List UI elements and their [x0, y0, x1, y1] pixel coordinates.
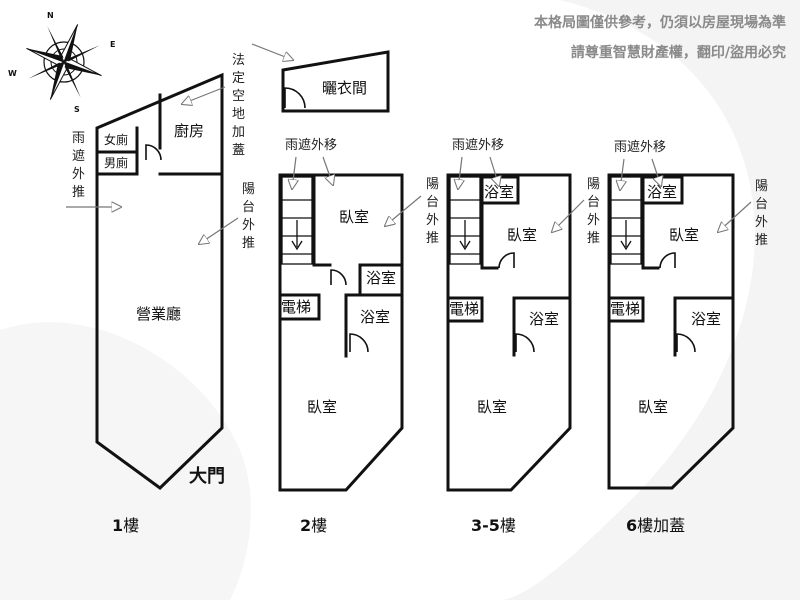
floor-6-bedroom-bottom-label: 臥室: [638, 398, 668, 416]
floor-6-canopy-arrow-right: [651, 158, 661, 186]
floor-2-elevator-label: 電梯: [281, 298, 311, 316]
floor-3-5-plan: 浴室 臥室 電梯 浴室 臥室 雨遮外移 陽 台 外 推 3-5樓: [446, 137, 604, 535]
floor-3-5-canopy-note: 雨遮外移: [452, 137, 504, 153]
floor-6-canopy-note: 雨遮外移: [614, 139, 666, 155]
compass-s: S: [74, 105, 80, 114]
floor-2-bedroom-bottom-label: 臥室: [307, 398, 337, 416]
floor-3-5-balcony-arrow: [552, 199, 585, 232]
floor-1-kitchen-label: 廚房: [174, 122, 204, 140]
floor-2-caption: 2樓: [300, 516, 327, 535]
floor-3-5-bath-label: 浴室: [529, 310, 559, 328]
compass-e: E: [110, 40, 115, 49]
floor-2-balcony-note: 陽 台 外 推: [426, 177, 443, 246]
floor-3-5-elevator-label: 電梯: [449, 300, 479, 318]
floor-1-plan: 廚房 女廁 男廁 營業廳 大門 雨 遮 外 推 法 定 空 地 加 蓋 陽 台 …: [66, 53, 259, 535]
floor-6-balcony-note: 陽 台 外 推: [755, 179, 772, 248]
floor-3-5-balcony-note: 陽 台 外 推: [587, 177, 604, 246]
floor-2-canopy-arrow-right: [322, 156, 333, 185]
floor-2-canopy-arrow-left: [292, 156, 296, 189]
floor-2-bedroom-top-label: 臥室: [339, 208, 369, 226]
floor-1-balcony-arrow: [199, 217, 239, 244]
compass-n: N: [47, 11, 54, 20]
floor-1-womens-wc-label: 女廁: [104, 132, 128, 147]
laundry-room-outline: [281, 50, 390, 113]
floor-1-mens-wc-label: 男廁: [104, 155, 128, 170]
floor-2-outline: [278, 173, 404, 492]
floor-1-canopy-note: 雨 遮 外 推: [72, 131, 89, 200]
floor-6-bedroom-top-label: 臥室: [669, 226, 699, 244]
floor-6-balcony-arrow: [718, 201, 752, 232]
laundry-room-label: 曬衣間: [322, 79, 367, 97]
floor-6-plan: 浴室 臥室 電梯 浴室 臥室 雨遮外移 陽 台 外 推 6樓加蓋: [607, 139, 772, 535]
floor-1-legal-add-note: 法 定 空 地 加 蓋: [232, 53, 249, 158]
floor-1-main-door-label: 大門: [189, 465, 225, 487]
laundry-room-arrow: [251, 43, 293, 60]
floor-2-plan: 臥室 浴室 電梯 浴室 臥室 雨遮外移 陽 台 外 推 2樓: [278, 137, 443, 535]
floor-6-elevator-label: 電梯: [610, 300, 640, 318]
floor-1-caption: 1樓: [112, 516, 139, 535]
floor-6-outline: [607, 173, 735, 490]
compass-rose-icon: N E S W: [8, 11, 115, 114]
disclaimer-reference-only: 本格局圖僅供參考，仍須以房屋現場為準: [534, 15, 786, 31]
floor-2-balcony-arrow: [385, 195, 422, 226]
floor-3-5-bedroom-bottom-label: 臥室: [477, 398, 507, 416]
floor-6-canopy-arrow-left: [620, 158, 624, 190]
floor-2-canopy-note: 雨遮外移: [285, 137, 337, 153]
floor-6-bath-top-label: 浴室: [647, 183, 677, 201]
floor-2-bath-small-label: 浴室: [366, 269, 396, 287]
floor-1-outline: [95, 72, 224, 490]
laundry-room: 曬衣間: [251, 43, 390, 113]
floor-6-bath-label: 浴室: [691, 310, 721, 328]
floor-1-balcony-note: 陽 台 外 推: [242, 182, 259, 251]
compass-w: W: [8, 69, 17, 78]
floor-2-bath-label: 浴室: [360, 308, 390, 326]
floor-3-5-canopy-arrow-left: [458, 156, 462, 189]
floor-6-caption: 6樓加蓋: [626, 516, 685, 535]
disclaimer-copyright: 請尊重智慧財產權，翻印/盜用必究: [570, 45, 786, 61]
floor-1-legal-add-arrow: [182, 86, 226, 104]
floor-1-business-hall-label: 營業廳: [136, 305, 181, 323]
background-arc-large: [500, 0, 800, 600]
floor-3-5-canopy-arrow-right: [489, 156, 499, 186]
floor-3-5-caption: 3-5樓: [471, 516, 516, 535]
floor-3-5-outline: [446, 173, 572, 492]
floor-3-5-bedroom-top-label: 臥室: [507, 226, 537, 244]
